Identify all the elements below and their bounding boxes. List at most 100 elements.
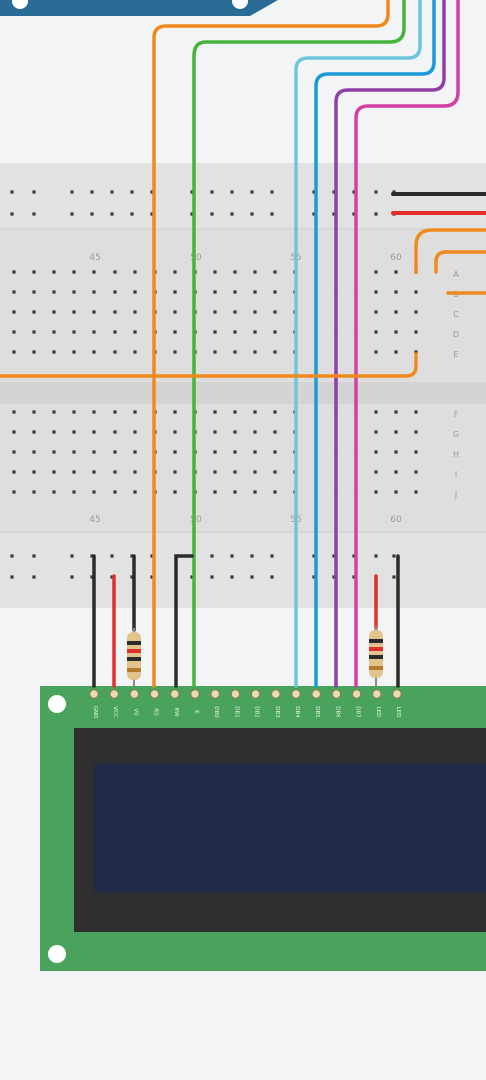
breadboard-hole[interactable] <box>133 350 137 354</box>
lcd-pin-pad[interactable] <box>271 689 281 699</box>
breadboard-hole[interactable] <box>130 212 134 216</box>
breadboard-hole[interactable] <box>173 470 177 474</box>
breadboard-hole[interactable] <box>230 212 234 216</box>
lcd-pin-pad[interactable] <box>190 689 200 699</box>
breadboard-hole[interactable] <box>130 575 134 579</box>
breadboard-hole[interactable] <box>12 290 16 294</box>
breadboard-hole[interactable] <box>133 290 137 294</box>
breadboard-hole[interactable] <box>210 554 214 558</box>
breadboard-hole[interactable] <box>374 430 378 434</box>
breadboard-hole[interactable] <box>173 450 177 454</box>
breadboard-hole[interactable] <box>113 410 117 414</box>
breadboard-hole[interactable] <box>130 190 134 194</box>
breadboard-hole[interactable] <box>32 290 36 294</box>
breadboard-hole[interactable] <box>312 554 316 558</box>
breadboard-hole[interactable] <box>213 330 217 334</box>
breadboard-hole[interactable] <box>190 575 194 579</box>
breadboard-hole[interactable] <box>70 190 74 194</box>
breadboard-hole[interactable] <box>414 350 418 354</box>
lcd-pin-pad[interactable] <box>109 689 119 699</box>
breadboard-hole[interactable] <box>213 290 217 294</box>
breadboard-hole[interactable] <box>190 212 194 216</box>
breadboard-hole[interactable] <box>10 212 14 216</box>
breadboard-hole[interactable] <box>173 310 177 314</box>
breadboard-hole[interactable] <box>250 554 254 558</box>
breadboard-hole[interactable] <box>414 490 418 494</box>
breadboard-hole[interactable] <box>253 470 257 474</box>
breadboard-hole[interactable] <box>113 310 117 314</box>
breadboard-hole[interactable] <box>12 310 16 314</box>
wires[interactable] <box>0 0 486 688</box>
purple-wire[interactable] <box>334 0 446 688</box>
breadboard-hole[interactable] <box>233 290 237 294</box>
breadboard-hole[interactable] <box>92 270 96 274</box>
breadboard-hole[interactable] <box>253 430 257 434</box>
breadboard-hole[interactable] <box>213 410 217 414</box>
breadboard-hole[interactable] <box>173 290 177 294</box>
breadboard-hole[interactable] <box>374 290 378 294</box>
arduino-board-corner[interactable] <box>0 0 278 16</box>
breadboard-hole[interactable] <box>312 190 316 194</box>
breadboard-hole[interactable] <box>12 430 16 434</box>
breadboard-hole[interactable] <box>374 554 378 558</box>
breadboard-hole[interactable] <box>233 410 237 414</box>
breadboard-hole[interactable] <box>90 554 94 558</box>
breadboard-hole[interactable] <box>352 554 356 558</box>
breadboard-hole[interactable] <box>72 290 76 294</box>
lcd-pin-pad[interactable] <box>149 689 160 699</box>
breadboard-hole[interactable] <box>233 270 237 274</box>
lcd-pin-pad[interactable] <box>351 689 362 699</box>
breadboard-hole[interactable] <box>52 410 56 414</box>
breadboard-hole[interactable] <box>374 190 378 194</box>
breadboard-hole[interactable] <box>72 330 76 334</box>
breadboard-hole[interactable] <box>270 190 274 194</box>
breadboard-hole[interactable] <box>32 490 36 494</box>
breadboard-hole[interactable] <box>52 490 56 494</box>
breadboard-hole[interactable] <box>72 430 76 434</box>
breadboard-hole[interactable] <box>270 554 274 558</box>
breadboard-hole[interactable] <box>133 470 137 474</box>
breadboard-hole[interactable] <box>92 470 96 474</box>
breadboard-hole[interactable] <box>230 575 234 579</box>
breadboard-hole[interactable] <box>332 575 336 579</box>
breadboard-hole[interactable] <box>414 430 418 434</box>
breadboard-hole[interactable] <box>250 190 254 194</box>
breadboard-hole[interactable] <box>414 290 418 294</box>
breadboard-hole[interactable] <box>213 430 217 434</box>
breadboard-hole[interactable] <box>253 350 257 354</box>
orange-wire[interactable] <box>414 228 486 274</box>
breadboard-hole[interactable] <box>133 430 137 434</box>
breadboard-hole[interactable] <box>110 554 114 558</box>
breadboard-hole[interactable] <box>394 430 398 434</box>
breadboard-hole[interactable] <box>230 554 234 558</box>
breadboard-hole[interactable] <box>110 190 114 194</box>
breadboard-hole[interactable] <box>32 410 36 414</box>
breadboard-hole[interactable] <box>90 190 94 194</box>
breadboard-hole[interactable] <box>270 575 274 579</box>
breadboard-hole[interactable] <box>394 350 398 354</box>
breadboard-hole[interactable] <box>374 212 378 216</box>
breadboard-hole[interactable] <box>210 575 214 579</box>
lcd-pin-pad[interactable] <box>331 689 342 699</box>
lcd-pin[interactable]: DB2 <box>250 689 261 718</box>
lcd-pin-pad[interactable] <box>392 689 402 699</box>
breadboard-hole[interactable] <box>150 554 154 558</box>
orange-wire[interactable] <box>0 352 418 378</box>
breadboard-hole[interactable] <box>270 212 274 216</box>
breadboard-hole[interactable] <box>253 330 257 334</box>
breadboard-hole[interactable] <box>32 450 36 454</box>
breadboard-hole[interactable] <box>10 554 14 558</box>
breadboard-hole[interactable] <box>332 212 336 216</box>
breadboard-hole[interactable] <box>250 575 254 579</box>
breadboard-hole[interactable] <box>230 190 234 194</box>
breadboard-hole[interactable] <box>32 350 36 354</box>
lcd-pin[interactable]: DB4 <box>291 689 301 718</box>
breadboard-hole[interactable] <box>92 310 96 314</box>
breadboard-hole[interactable] <box>414 470 418 474</box>
breadboard-hole[interactable] <box>213 470 217 474</box>
lcd-pin[interactable]: DB6 <box>331 689 342 718</box>
breadboard-hole[interactable] <box>113 430 117 434</box>
breadboard-hole[interactable] <box>72 310 76 314</box>
breadboard-hole[interactable] <box>32 575 36 579</box>
